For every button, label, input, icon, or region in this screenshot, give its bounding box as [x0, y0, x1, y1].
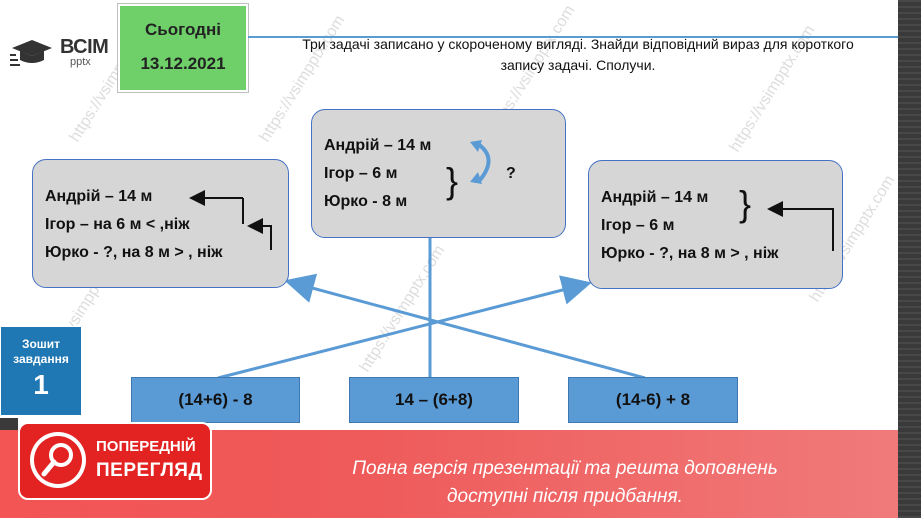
problem-box-right[interactable]: Андрій – 14 м Ігор – 6 м Юрко - ?, на 8 …	[588, 160, 843, 289]
preview-label-1: ПОПЕРЕДНІЙ	[96, 438, 196, 455]
problem-line: Андрій – 14 м	[45, 188, 153, 205]
relation-arrows	[189, 190, 272, 250]
task-label: завдання	[13, 352, 69, 366]
expression-box[interactable]: 14 – (6+8)	[349, 377, 519, 423]
expression-box[interactable]: (14-6) + 8	[568, 377, 738, 423]
header-divider	[248, 36, 898, 38]
date-label: Сьогодні	[145, 20, 221, 39]
notebook-label: Зошит	[21, 337, 61, 351]
logo-main-text: ВСІМ	[60, 36, 109, 58]
preview-label-2: ПЕРЕГЛЯД	[96, 460, 203, 481]
banner-text-line-1: Повна версія презентації та решта доповн…	[352, 458, 778, 479]
task-instruction: Три задачі записано у скороченому вигляд…	[258, 34, 898, 76]
banner-text-line-2: доступні після придбання.	[447, 486, 683, 507]
problem-line: Юрко - ?, на 8 м > , ніж	[45, 244, 223, 261]
task-number: 1	[33, 369, 49, 400]
problem-box-middle[interactable]: Андрій – 14 м Ігор – 6 м Юрко - 8 м } ?	[311, 109, 566, 238]
problem-line: Ігор – на 6 м < ,ніж	[45, 216, 190, 233]
notebook-task-badge: Зошит завдання 1	[0, 326, 82, 416]
preview-badge[interactable]: ПОПЕРЕДНІЙ ПЕРЕГЛЯД	[18, 422, 212, 500]
curly-brace: }	[739, 183, 752, 224]
problem-box-left[interactable]: Андрій – 14 м Ігор – на 6 м < ,ніж Юрко …	[32, 159, 289, 288]
curved-arrow-icon	[470, 140, 491, 184]
problem-line: Андрій – 14 м	[601, 189, 709, 206]
date-value: 13.12.2021	[140, 54, 226, 73]
logo-sub-text: pptx	[70, 56, 91, 68]
right-edge-band	[898, 0, 921, 518]
connector-line	[217, 275, 592, 380]
magnifier-icon	[30, 432, 86, 488]
problem-line: Андрій – 14 м	[324, 137, 432, 154]
problem-line: Ігор – 6 м	[601, 217, 675, 234]
question-mark: ?	[506, 165, 516, 182]
relation-arrow	[767, 201, 834, 251]
date-box: Сьогодні 13.12.2021	[118, 4, 248, 92]
graduation-cap-icon	[10, 40, 52, 66]
curly-brace: }	[446, 160, 459, 201]
problem-line: Юрко - ?, на 8 м > , ніж	[601, 245, 779, 262]
instruction-line-1: Три задачі записано у скороченому вигляд…	[302, 36, 854, 52]
expression-box[interactable]: (14+6) - 8	[131, 377, 300, 423]
problem-line: Ігор – 6 м	[324, 165, 398, 182]
connector-line	[284, 273, 646, 380]
brand-logo: ВСІМ pptx	[10, 34, 109, 72]
instruction-line-2: запису задачі. Сполучи.	[500, 57, 656, 73]
problem-line: Юрко - 8 м	[324, 193, 408, 210]
